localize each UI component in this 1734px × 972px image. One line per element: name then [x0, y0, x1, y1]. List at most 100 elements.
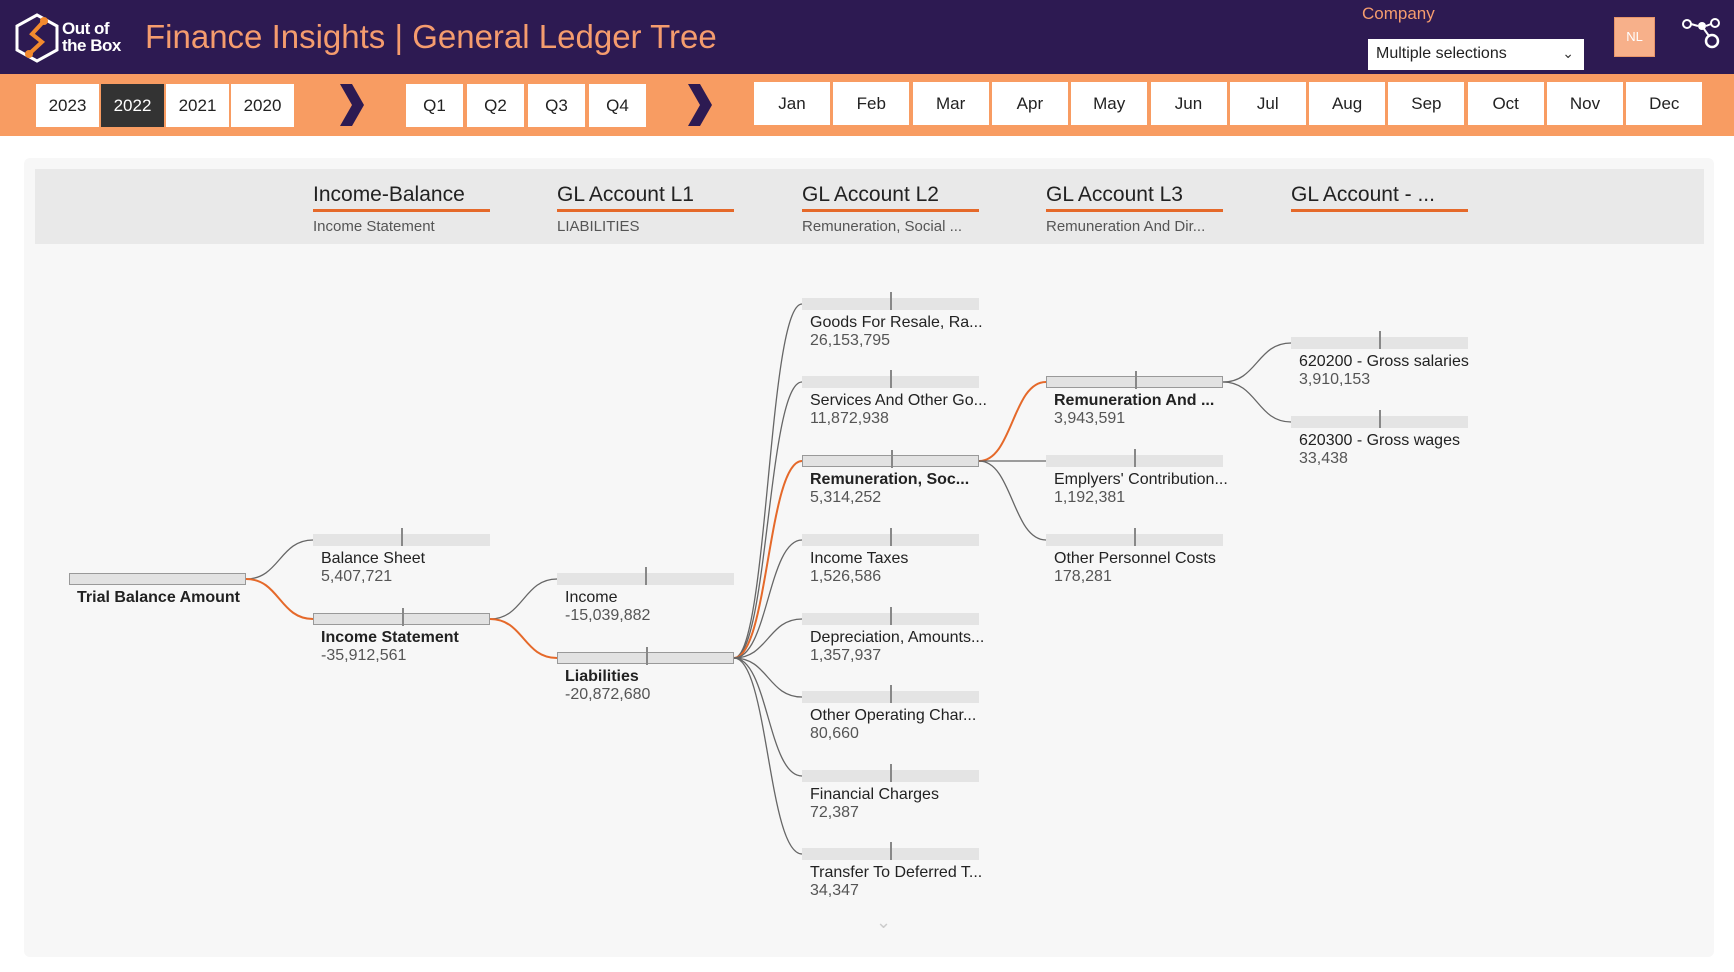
tree-link [978, 381, 1047, 462]
tree-link [733, 539, 803, 659]
tree-link [733, 618, 803, 659]
node-bar-marker [645, 567, 647, 585]
node-bar[interactable] [313, 608, 490, 626]
node-label: Financial Charges [810, 786, 939, 803]
node-label: Income [565, 589, 618, 606]
node-value: -35,912,561 [321, 647, 407, 664]
node-bar-marker [891, 450, 893, 468]
node-label: Other Operating Char... [810, 707, 977, 724]
decomposition-tree-icon[interactable] [1682, 16, 1722, 52]
month-button-nov[interactable]: Nov [1547, 82, 1623, 125]
month-button-apr[interactable]: Apr [991, 82, 1068, 125]
node-bar[interactable] [1291, 410, 1468, 428]
quarter-button-Q1[interactable]: Q1 [406, 84, 463, 127]
node-label: Income Taxes [810, 550, 909, 567]
quarter-button-Q4[interactable]: Q4 [589, 84, 646, 127]
node-value: 178,281 [1054, 568, 1112, 585]
column-title[interactable]: Income-Balance [313, 183, 490, 212]
node-bar[interactable] [802, 607, 979, 625]
node-bar-marker [1379, 331, 1381, 349]
node-bar[interactable] [802, 764, 979, 782]
year-button-2021[interactable]: 2021 [166, 84, 229, 127]
year-button-2020[interactable]: 2020 [231, 84, 294, 127]
month-button-sep[interactable]: Sep [1388, 82, 1465, 125]
node-bar[interactable] [802, 370, 979, 388]
node-value: 1,357,937 [810, 647, 882, 664]
year-button-2023[interactable]: 2023 [36, 84, 99, 127]
month-button-may[interactable]: May [1071, 82, 1148, 125]
column-title[interactable]: GL Account L2 [802, 183, 979, 212]
tree-link [978, 460, 1047, 541]
month-button-jun[interactable]: Jun [1150, 82, 1227, 125]
node-bar[interactable] [557, 647, 734, 665]
node-label: Depreciation, Amounts... [810, 629, 985, 646]
node-bar[interactable] [802, 685, 979, 703]
chevron-right-icon [688, 84, 712, 126]
node-label: Liabilities [565, 668, 639, 685]
node-value: 5,314,252 [810, 489, 882, 506]
node-bar-marker [890, 685, 892, 703]
column-title[interactable]: GL Account L1 [557, 183, 734, 212]
column-title[interactable]: GL Account L3 [1046, 183, 1223, 212]
column-title[interactable]: GL Account - ... [1291, 183, 1468, 212]
scroll-down-icon[interactable]: ⌄ [876, 912, 892, 932]
column-subtitle: Remuneration, Social ... [802, 218, 963, 235]
country-button[interactable]: NL [1614, 17, 1655, 57]
column-subtitle: Income Statement [313, 218, 435, 235]
node-bar[interactable] [802, 528, 979, 546]
month-button-dec[interactable]: Dec [1626, 82, 1703, 125]
node-value: 34,347 [810, 882, 859, 899]
month-button-aug[interactable]: Aug [1309, 82, 1386, 125]
node-value: 3,910,153 [1299, 371, 1371, 388]
node-value: 1,192,381 [1054, 489, 1126, 506]
quarter-button-Q2[interactable]: Q2 [467, 84, 524, 127]
node-value: -15,039,882 [565, 607, 651, 624]
node-bar-marker [646, 647, 648, 665]
node-bar-marker [401, 528, 403, 546]
node-bar-marker [890, 764, 892, 782]
node-bar[interactable] [557, 567, 734, 585]
node-label: Trial Balance Amount [77, 589, 240, 606]
node-bar-marker [890, 607, 892, 625]
year-button-2022[interactable]: 2022 [101, 84, 164, 127]
node-bar[interactable] [1046, 449, 1223, 467]
node-bar-marker [1135, 371, 1137, 389]
node-bar[interactable] [1291, 331, 1468, 349]
node-bar[interactable] [802, 292, 979, 310]
column-header[interactable]: GL Account - ... [1291, 183, 1468, 218]
node-value: 5,407,721 [321, 568, 393, 585]
column-header[interactable]: GL Account L2 Remuneration, Social ... [802, 183, 979, 235]
node-bar-marker [402, 608, 404, 626]
node-bar[interactable] [313, 528, 490, 546]
tree-link [1222, 381, 1292, 423]
node-label: Income Statement [321, 629, 459, 646]
month-button-mar[interactable]: Mar [912, 82, 989, 125]
node-bar[interactable] [802, 842, 979, 860]
month-button-jul[interactable]: Jul [1229, 82, 1306, 125]
tree-link [489, 618, 558, 659]
page-title: Finance Insights | General Ledger Tree [145, 18, 717, 55]
month-button-feb[interactable]: Feb [833, 82, 910, 125]
company-dropdown-value: Multiple selections [1376, 45, 1507, 62]
tree-link [245, 578, 314, 620]
node-bar[interactable] [802, 450, 979, 468]
quarter-button-Q3[interactable]: Q3 [528, 84, 585, 127]
node-bar[interactable] [1046, 371, 1223, 389]
month-button-jan[interactable]: Jan [754, 82, 830, 125]
month-button-oct[interactable]: Oct [1467, 82, 1544, 125]
node-bar-marker [1134, 528, 1136, 546]
node-bar[interactable] [1046, 528, 1223, 546]
company-dropdown[interactable]: Multiple selections⌄ [1368, 39, 1584, 70]
tree-link [733, 381, 803, 659]
tree-link [245, 539, 314, 580]
column-header-band [35, 169, 1704, 244]
node-bar[interactable] [69, 573, 246, 585]
node-label: 620200 - Gross salaries [1299, 353, 1469, 370]
node-label: Emplyers' Contribution... [1054, 471, 1228, 488]
